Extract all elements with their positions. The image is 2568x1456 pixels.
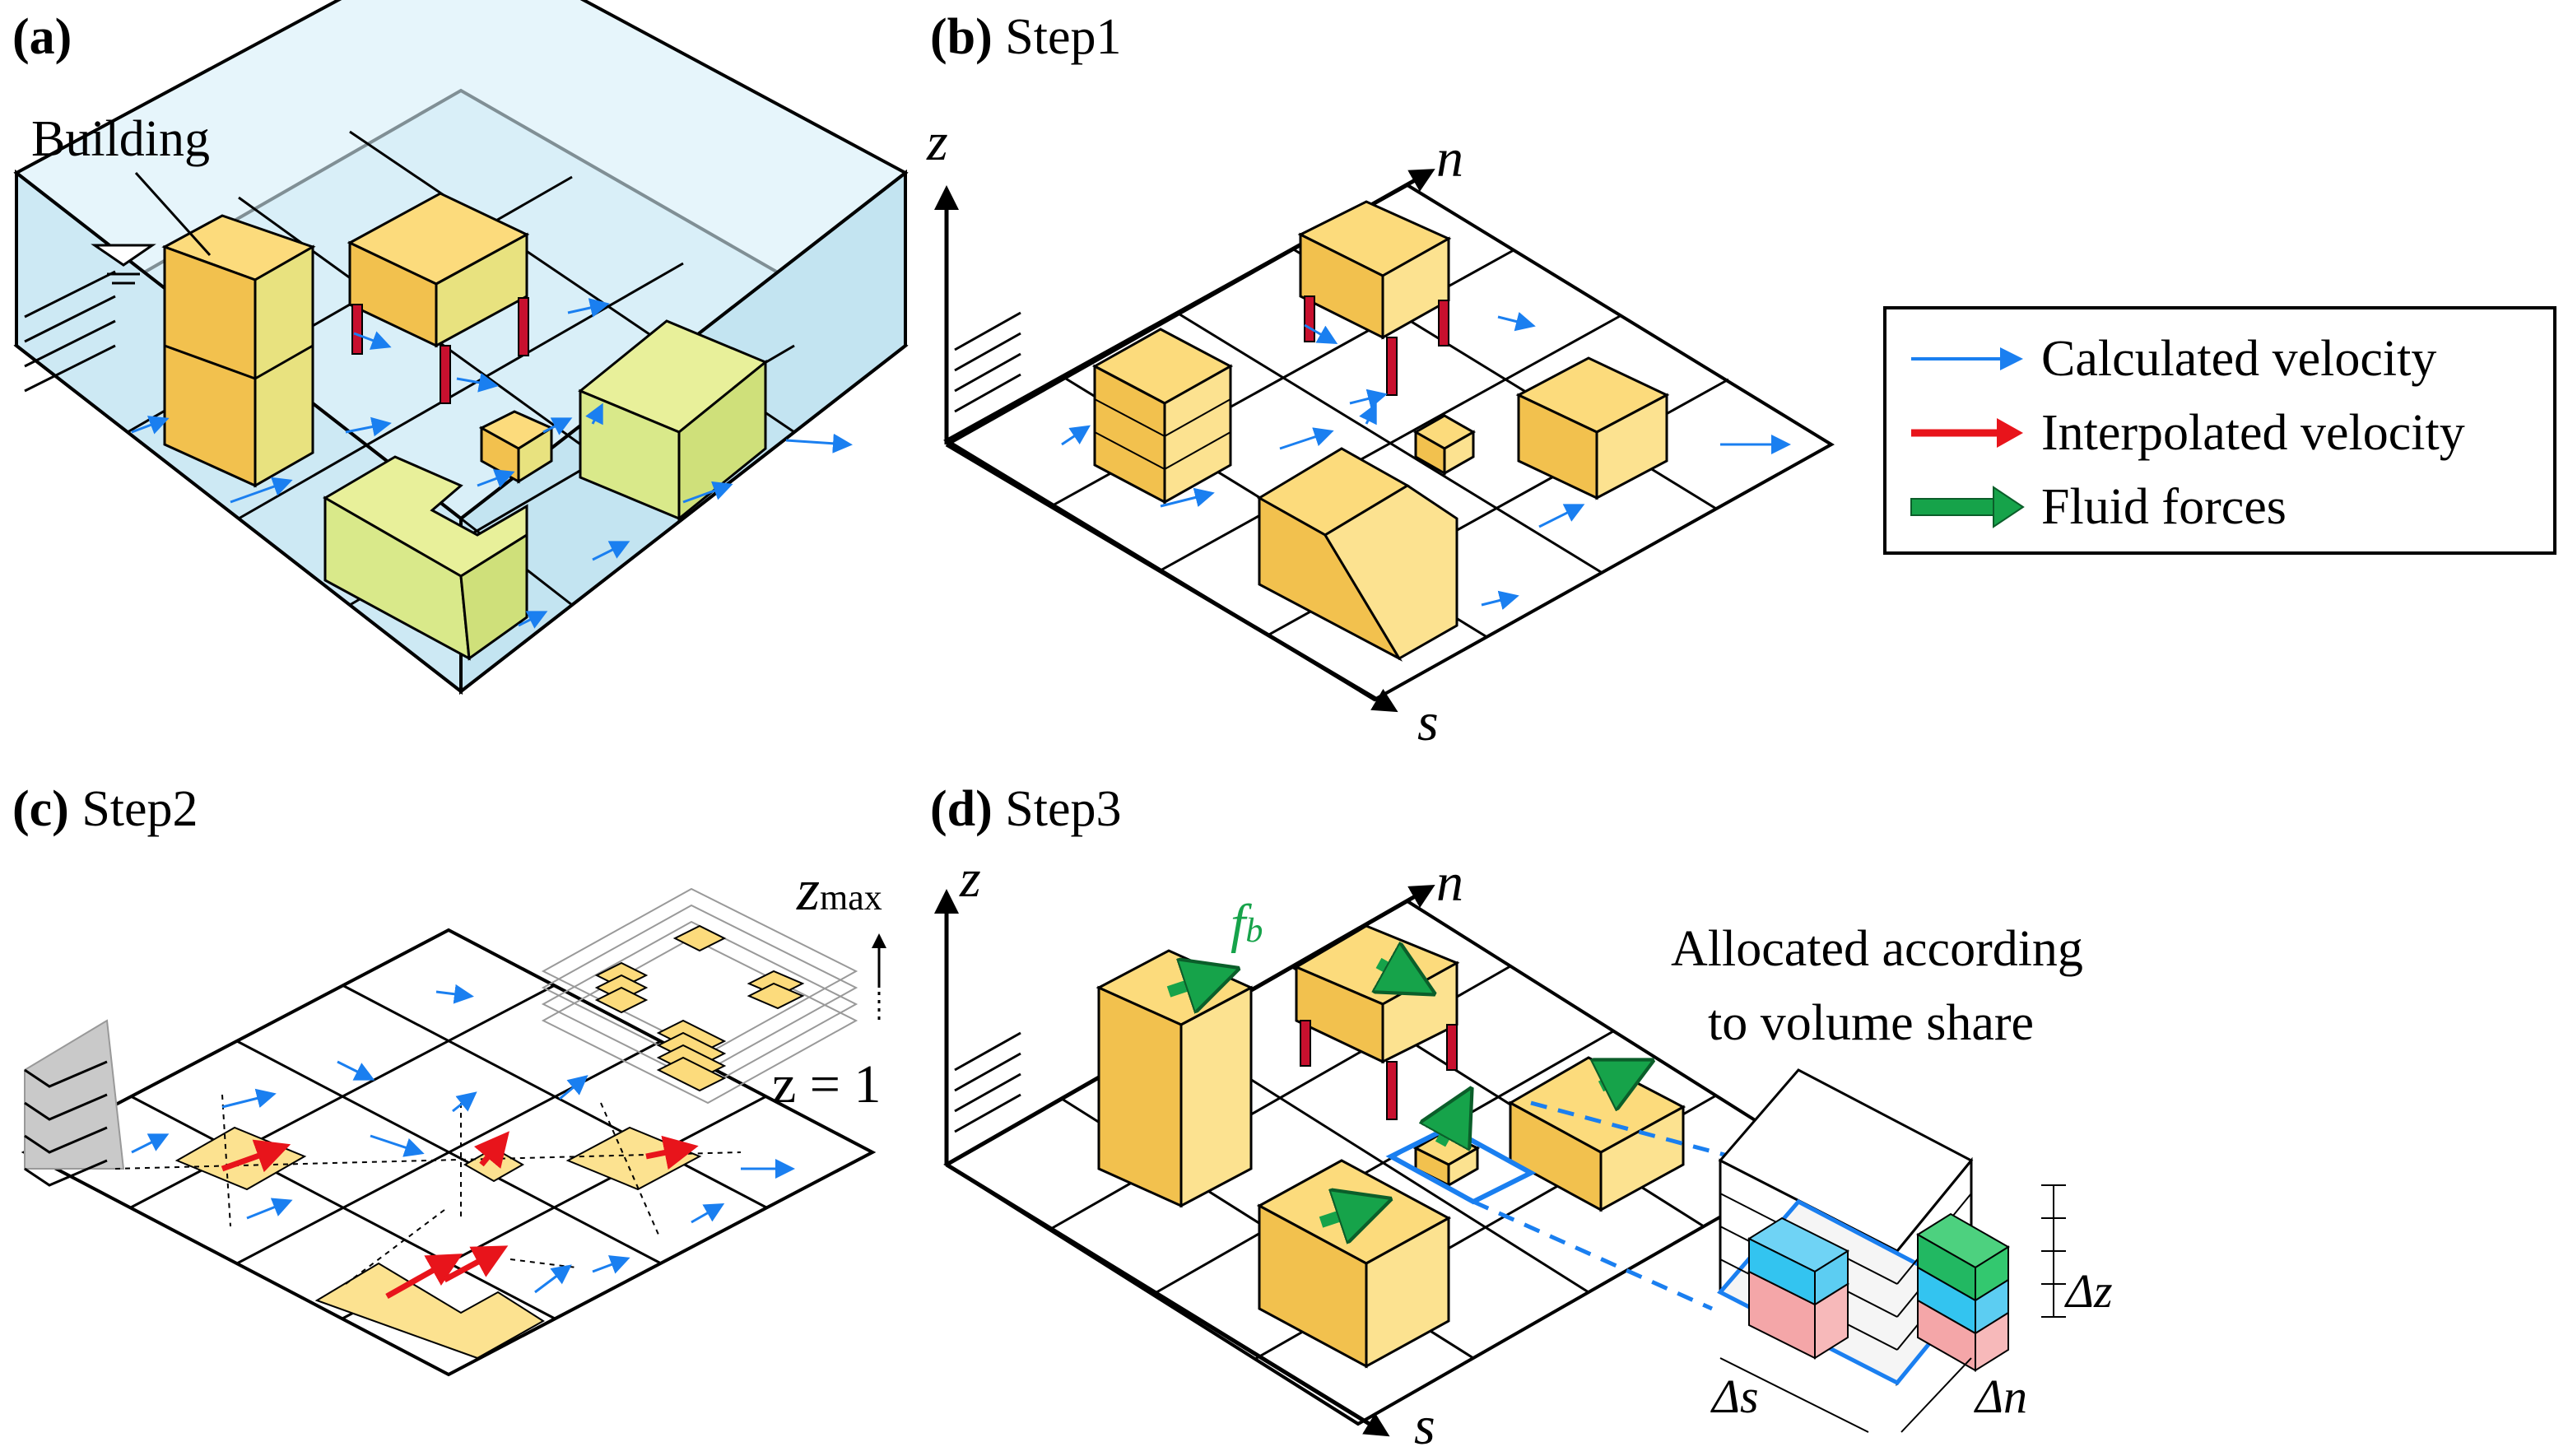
water-level-icon <box>91 244 156 267</box>
interpolation-lines <box>114 1094 742 1285</box>
alloc-line1: Allocated according <box>1671 921 2083 977</box>
axis-s-b <box>945 442 1398 713</box>
building-label: Building <box>31 111 211 167</box>
red-arrow-icon <box>1911 418 2023 448</box>
blue-arrow-icon <box>1911 347 2023 370</box>
fluid-force-arrows <box>1166 963 1634 1222</box>
panel-d-letter: (d) <box>930 781 993 837</box>
layer-stack-topright <box>541 887 858 1105</box>
panel-b-step: Step1 <box>1005 9 1122 65</box>
zoom-lines <box>1472 1100 1762 1311</box>
axis-s-d <box>945 1162 1390 1437</box>
zmax-sub: max <box>820 877 882 918</box>
panel-b-diagram <box>934 169 1835 713</box>
force-label: fb <box>1230 897 1263 951</box>
panel-b-label: (b) Step1 <box>930 12 1122 63</box>
panel-c-diagram <box>21 887 886 1377</box>
velocity-arrows-a <box>131 298 853 629</box>
zmax-base: z <box>797 857 821 923</box>
depth-marks <box>24 270 116 393</box>
panel-c-label: (c) Step2 <box>12 784 198 835</box>
panel-a-diagram <box>13 0 909 695</box>
panel-c-step: Step2 <box>81 781 198 837</box>
panel-d-label: (d) Step3 <box>930 784 1122 835</box>
delta-s-label: Δs <box>1712 1370 1759 1423</box>
calculated-arrows-c <box>131 984 795 1294</box>
legend-label-interpolated: Interpolated velocity <box>2041 405 2465 461</box>
interpolated-arrows <box>221 1131 699 1300</box>
force-sub: b <box>1245 912 1263 950</box>
panel-a-label: (a) <box>12 12 72 63</box>
panel-c-letter: (c) <box>12 781 69 837</box>
force-base: f <box>1230 894 1246 954</box>
axis-n-label-b: n <box>1436 128 1463 188</box>
axis-z-label-d: z <box>960 849 981 909</box>
panel-d-diagram <box>934 885 2066 1437</box>
panel-d-step: Step3 <box>1005 781 1122 837</box>
delta-n-label: Δn <box>1975 1370 2028 1423</box>
legend-label-forces: Fluid forces <box>2041 479 2287 535</box>
delta-z-label: Δz <box>2066 1264 2113 1318</box>
zmax-label: zmax <box>797 860 882 919</box>
green-arrow-icon <box>1910 486 2025 528</box>
alloc-line2: to volume share <box>1708 995 2035 1051</box>
panel-b-letter: (b) <box>930 9 993 65</box>
axis-s-label-b: s <box>1417 692 1439 752</box>
axis-z-label-b: z <box>927 112 948 172</box>
legend-label-calculated: Calculated velocity <box>2041 331 2437 387</box>
layer-stack-left <box>24 1019 125 1187</box>
building-callout-line <box>134 171 212 257</box>
panel-a-letter: (a) <box>12 9 72 65</box>
axis-n-label-d: n <box>1436 853 1463 913</box>
axis-s-label-d: s <box>1414 1396 1435 1456</box>
z1-label: z = 1 <box>772 1054 882 1114</box>
legend: Calculated velocity Interpolated velocit… <box>1883 306 2556 555</box>
volume-share-cell <box>1717 1068 2066 1433</box>
